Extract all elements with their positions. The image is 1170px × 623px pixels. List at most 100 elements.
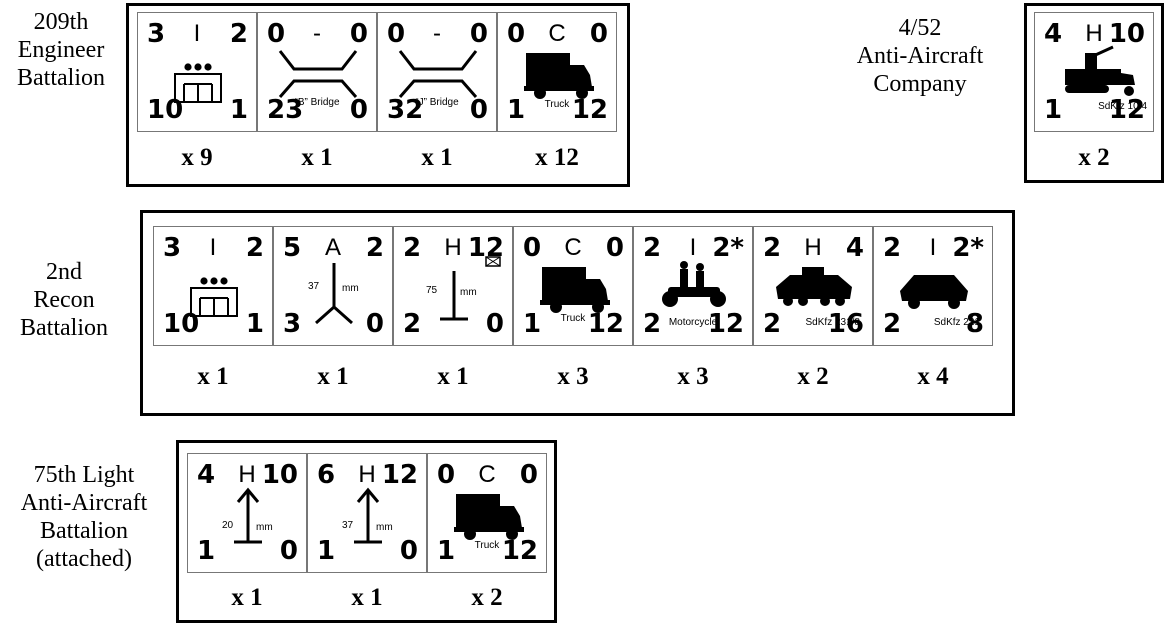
defense-value: 1	[523, 309, 542, 339]
infantry-icon	[174, 63, 222, 103]
defense-value: 1	[317, 536, 336, 566]
counter-quantity: x 1	[197, 363, 229, 390]
attack-value: 3	[163, 233, 182, 263]
counter-quantity: x 3	[557, 363, 589, 390]
label-line: Battalion	[40, 518, 128, 544]
label-line: Company	[873, 71, 967, 97]
attack-value: 3	[147, 19, 166, 49]
movement-value: 0	[349, 95, 368, 125]
engineer-group-label: 209th Engineer Battalion	[0, 8, 122, 92]
counter-caption: SdKfz 231/8	[805, 317, 860, 328]
counter-caption: “B” Bridge	[294, 97, 340, 108]
movement-value: 0	[485, 309, 504, 339]
caliber-unit: mm	[342, 283, 359, 294]
range-value: 0	[519, 460, 538, 490]
defense-value: 32	[387, 95, 424, 125]
infantry-gun-icon	[440, 256, 501, 321]
range-value: 2*	[712, 233, 744, 263]
label-line: 75th Light	[33, 462, 135, 488]
counter-quantity: x 2	[1078, 144, 1110, 171]
unit-type-letter: I	[193, 20, 201, 47]
range-value: 10	[261, 460, 298, 490]
range-value: 2*	[952, 233, 984, 263]
attack-value: 2	[403, 233, 422, 263]
defense-value: 3	[283, 309, 302, 339]
unit-type-letter: C	[564, 234, 582, 261]
range-value: 0	[589, 19, 608, 49]
defense-value: 10	[147, 95, 184, 125]
counter-caption: Motorcycle	[668, 317, 718, 328]
defense-value: 2	[883, 309, 902, 339]
unit-type-letter: H	[804, 234, 822, 261]
counter-quantity: x 4	[917, 363, 949, 390]
halftrack-aa-icon	[1065, 45, 1135, 96]
antitank-gun-icon	[315, 263, 353, 325]
counter-caption: 37	[342, 520, 354, 531]
attack-value: 4	[1044, 19, 1063, 49]
counter-quantity: x 9	[181, 144, 213, 171]
unit-type-letter: H	[444, 234, 462, 261]
unit-type-letter: C	[548, 20, 566, 47]
motorcycle-icon	[662, 261, 726, 307]
label-line: 4/52	[898, 15, 942, 41]
movement-value: 8	[965, 309, 984, 339]
counter-caption: 37	[308, 281, 320, 292]
unit-type-letter: H	[1085, 20, 1103, 47]
unit-type-letter: I	[209, 234, 217, 261]
counter-quantity: x 1	[301, 144, 333, 171]
armored-car-8wheel-icon	[776, 267, 852, 306]
counter-quantity: x 1	[437, 363, 469, 390]
movement-value: 1	[229, 95, 248, 125]
counter-quantity: x 1	[421, 144, 453, 171]
defense-value: 1	[507, 95, 526, 125]
movement-value: 0	[399, 536, 418, 566]
attack-value: 4	[197, 460, 216, 490]
recon-group-label: 2nd Recon Battalion	[0, 258, 128, 342]
defense-value: 2	[403, 309, 422, 339]
truck-icon	[540, 267, 610, 313]
light-aa-group-label: 75th Light Anti-Aircraft Battalion (atta…	[0, 461, 168, 573]
counter-quantity: x 2	[797, 363, 829, 390]
movement-value: 12	[587, 309, 624, 339]
counter-caption: Truck	[544, 99, 570, 110]
bridge-icon	[278, 50, 358, 98]
label-line: Engineer	[17, 37, 105, 63]
label-line: (attached)	[36, 546, 132, 572]
range-value: 0	[349, 19, 368, 49]
movement-value: 0	[279, 536, 298, 566]
aa-gun-icon	[354, 487, 382, 544]
label-line: Recon	[33, 287, 95, 313]
range-value: 2	[365, 233, 384, 263]
label-line: Battalion	[20, 315, 108, 341]
unit-type-letter: -	[433, 20, 441, 47]
defense-value: 1	[1044, 95, 1063, 125]
movement-value: 1	[245, 309, 264, 339]
truck-icon	[524, 53, 594, 99]
label-line: 209th	[33, 9, 89, 35]
counter-caption: 75	[426, 285, 438, 296]
range-value: 2	[229, 19, 248, 49]
counter-caption: SdKfz 10/4	[1098, 101, 1147, 112]
attack-value: 2	[643, 233, 662, 263]
counter-caption: Truck	[560, 313, 586, 324]
unit-type-letter: I	[689, 234, 697, 261]
label-line: Anti-Aircraft	[20, 490, 148, 516]
